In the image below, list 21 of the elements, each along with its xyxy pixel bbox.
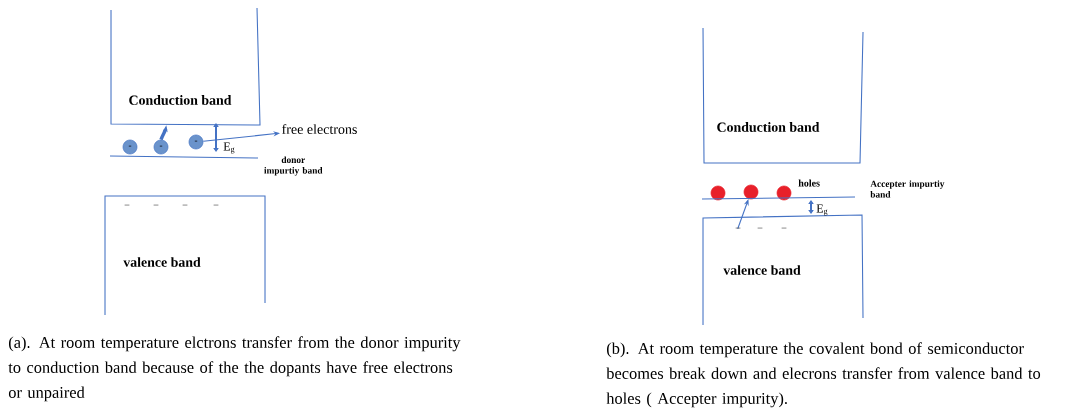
caption-text: (a). At room temperature elctrons transfer from the donor impurity to conduction band because of the the dopants have free electrons or unpaired	[8, 336, 461, 402]
energy-gap-label: E$_{g}$	[223, 142, 235, 154]
dash-mark: –	[182, 204, 188, 206]
dash-mark: –	[757, 227, 763, 229]
band-label: Accepter impurtiy band	[870, 180, 945, 198]
band-box: Conduction band	[702, 27, 864, 164]
dash-mark: –	[735, 227, 741, 229]
dash-mark: –	[153, 204, 159, 206]
energy-gap-label: E$_{g}$	[816, 204, 828, 216]
hole-circle	[710, 185, 726, 201]
caption-text: (b). At room temperature the covalent bond of semiconductor becomes break down and elecrons transfer from valence band to holes ( Accepter impurity).	[606, 342, 1041, 408]
holes-label: holes	[798, 179, 820, 187]
band-box: Conduction band	[110, 7, 261, 126]
hole-circle	[776, 185, 792, 201]
band-label: donor impurtiy band	[264, 156, 323, 176]
text-label: free electrons	[282, 124, 357, 134]
arrow	[202, 131, 280, 142]
dash-mark: –	[124, 204, 130, 206]
dash-mark: –	[781, 227, 787, 229]
dash-mark: –	[213, 204, 219, 206]
hole-circle	[743, 184, 759, 200]
